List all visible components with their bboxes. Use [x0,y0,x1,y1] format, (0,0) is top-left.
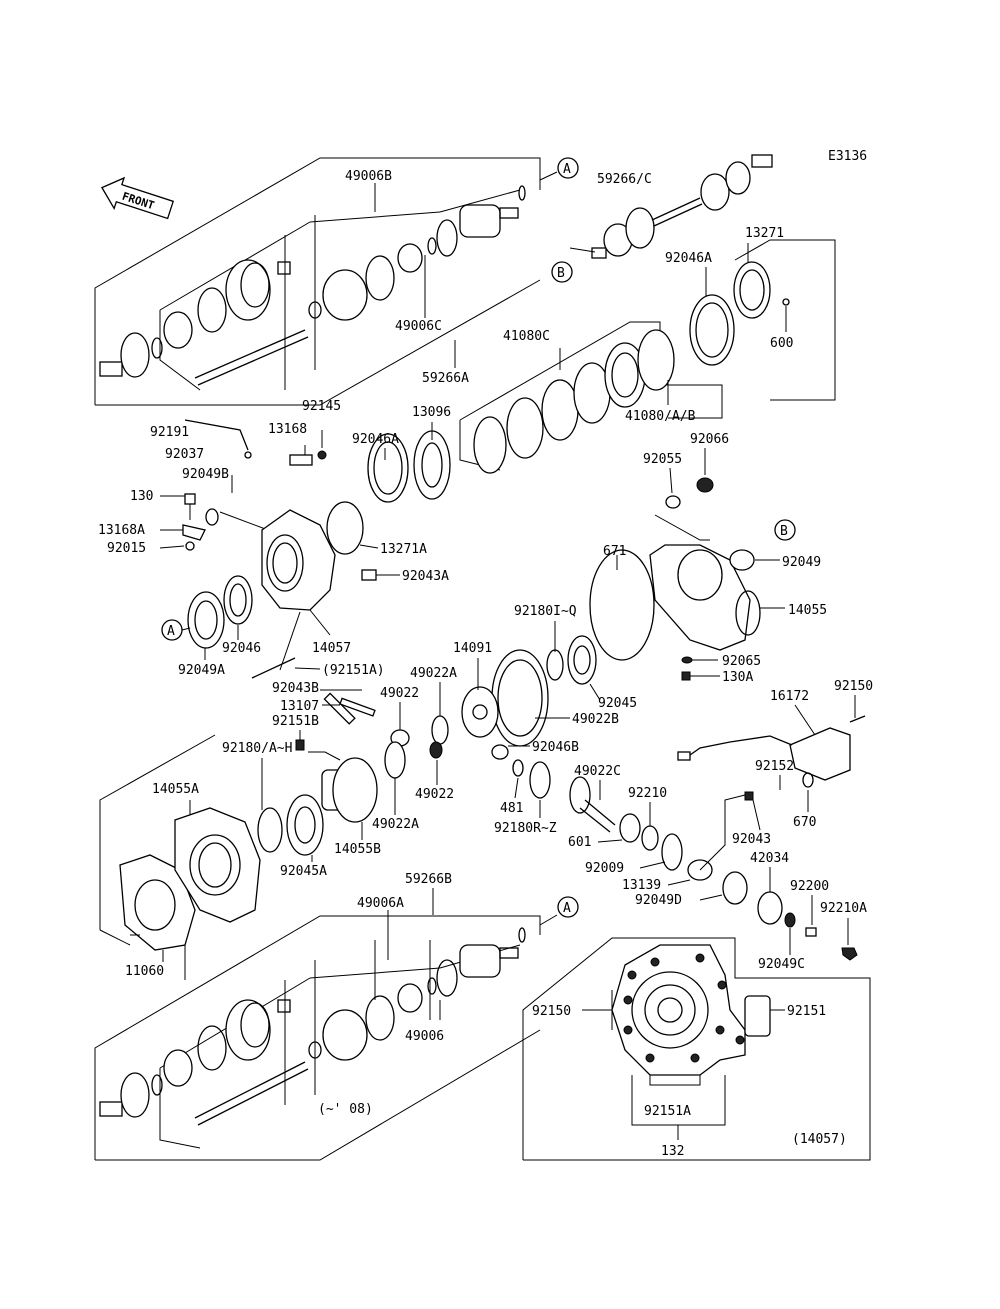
label-14057-paren: (14057) [792,1132,847,1147]
label-13096: 13096 [412,405,451,420]
svg-text:A: A [563,901,571,916]
pinion-and-sensor: 49022C 92210 601 92009 13139 92049D 1617… [568,679,873,972]
differential-gears: 92180I~Q 92045 49022B 14091 49022A 49022… [272,604,637,836]
label-92151: 92151 [787,1004,826,1019]
label-92150-low: 92150 [532,1004,571,1019]
svg-text:B: B [557,266,565,281]
label-92151B: 92151B [272,714,319,729]
label-670: 670 [793,815,816,830]
label-92180AH: 92180/A~H [222,741,292,756]
callout-a-mid: A [161,619,183,641]
label-13168A: 13168A [98,523,145,538]
label-92009: 92009 [585,861,624,876]
label-49006A: 49006A [357,896,404,911]
label-92046A-mid: 92046A [352,432,399,447]
label-11060: 11060 [125,964,164,979]
label-671: 671 [603,544,626,559]
label-92150-top: 92150 [834,679,873,694]
label-92180IQ: 92180I~Q [514,604,577,619]
label-49022B: 49022B [572,712,619,727]
label-49022-mid: 49022 [415,787,454,802]
label-130: 130 [130,489,153,504]
label-41080AB: 41080/A/B [625,409,696,424]
label-49022C: 49022C [574,764,621,779]
label-13168: 13168 [268,422,307,437]
label-92046: 92046 [222,641,261,656]
label-92049B: 92049B [182,467,229,482]
label-49022A-top: 49022A [410,666,457,681]
svg-text:A: A [563,162,571,177]
gear-case-left-parts [159,419,451,679]
front-drive-shaft-bottom [94,888,558,1161]
label-92200: 92200 [790,879,829,894]
label-13271A: 13271A [380,542,427,557]
label-14055A: 14055A [152,782,199,797]
rear-case-parts [99,734,378,980]
label-49022-top: 49022 [380,686,419,701]
label-08: (~' 08) [318,1102,373,1117]
label-13139: 13139 [622,878,661,893]
label-92210A: 92210A [820,901,867,916]
label-92037: 92037 [165,447,204,462]
label-14055B: 14055B [334,842,381,857]
label-92055: 92055 [643,452,682,467]
svg-text:A: A [167,624,175,639]
label-16172: 16172 [770,689,809,704]
label-92145: 92145 [302,399,341,414]
label-92152: 92152 [755,759,794,774]
label-92015: 92015 [107,541,146,556]
differential-cover-parts [689,239,836,401]
label-49006: 49006 [405,1029,444,1044]
label-600: 600 [770,336,793,351]
callout-a-top: A [557,157,579,179]
label-42034: 42034 [750,851,789,866]
label-13271: 13271 [745,226,784,241]
label-92045A: 92045A [280,864,327,879]
drive-shaft-assembly [569,154,773,259]
clutch-plates [459,321,723,474]
label-14057: 14057 [312,641,351,656]
front-arrow-icon: FRONT [101,176,175,220]
label-92043A: 92043A [402,569,449,584]
label-59266B: 59266B [405,872,452,887]
label-92210: 92210 [628,786,667,801]
svg-text:B: B [780,524,788,539]
label-92046A-top: 92046A [665,251,712,266]
label-481: 481 [500,801,523,816]
label-92043B: 92043B [272,681,319,696]
label-92049: 92049 [782,555,821,570]
label-59266A: 59266A [422,371,469,386]
label-13107: 13107 [280,699,319,714]
callout-a-bottom: A [557,896,579,918]
label-41080C: 41080C [503,329,550,344]
label-92151A-paren: (92151A) [322,663,385,678]
gear-case-assembly-view [522,937,871,1161]
label-92043: 92043 [732,832,771,847]
label-49006C: 49006C [395,319,442,334]
gear-case-right: 92066 92055 [589,432,785,681]
callout-b-mid: B [774,519,796,541]
label-49006B: 49006B [345,169,392,184]
label-92046B: 92046B [532,740,579,755]
label-132: 132 [661,1144,684,1159]
label-601: 601 [568,835,591,850]
label-92066: 92066 [690,432,729,447]
label-14055: 14055 [788,603,827,618]
callout-b-top: B [551,261,573,283]
label-130A: 130A [722,670,753,685]
front-drive-shaft-top [94,157,558,406]
label-49022A-low: 49022A [372,817,419,832]
label-92045: 92045 [598,696,637,711]
label-92180RZ: 92180R~Z [494,821,557,836]
label-92049C: 92049C [758,957,805,972]
label-59266C: 59266/C [597,172,652,187]
diagram-code: E3136 [828,149,867,164]
label-92191: 92191 [150,425,189,440]
label-14091: 14091 [453,641,492,656]
label-92151A: 92151A [644,1104,691,1119]
label-92049A: 92049A [178,663,225,678]
label-92065: 92065 [722,654,761,669]
label-92049D: 92049D [635,893,682,908]
